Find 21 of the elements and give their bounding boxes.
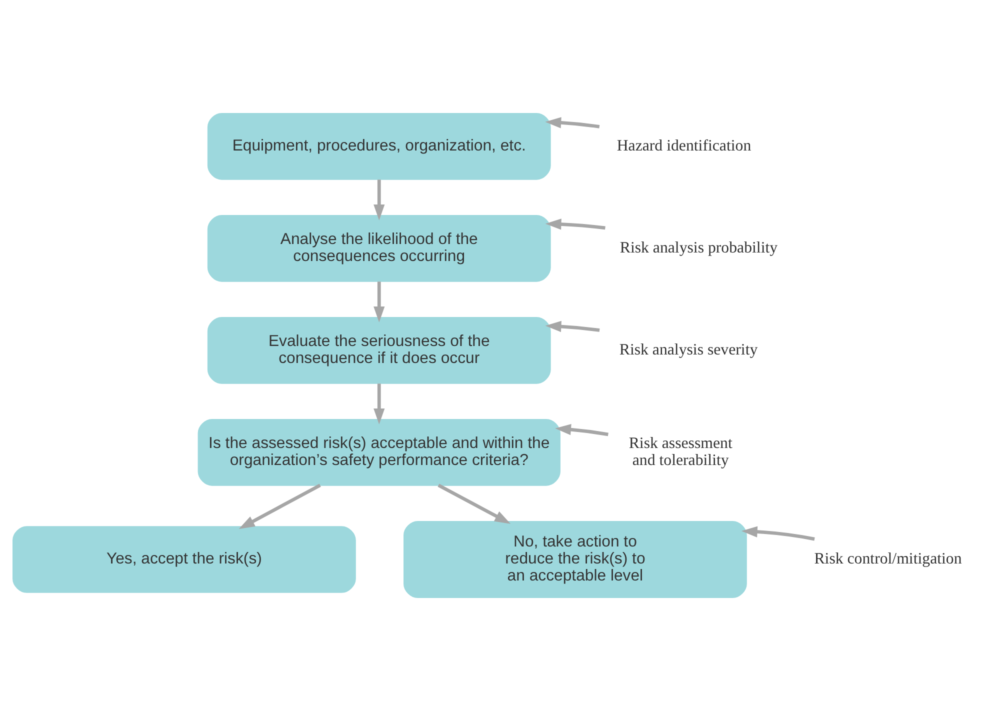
arrow <box>545 320 600 332</box>
arrow <box>374 281 385 322</box>
node-text: Risk assessment and tolerability <box>628 434 732 469</box>
node-box: Yes, accept the risk(s) <box>12 526 356 592</box>
arrow <box>374 383 385 424</box>
node-box: Analyse the likelihood of the consequences occurring <box>207 214 551 282</box>
node-box: Is the assessed risk(s) acceptable and within the organization’s safety performance criteria? <box>198 418 560 486</box>
node-text: Risk analysis severity <box>619 341 758 358</box>
arrow <box>545 116 600 128</box>
node-box: Evaluate the seriousness of the consequence if it does occur <box>207 316 551 384</box>
node-box: Equipment, procedures, organization, etc. <box>207 112 551 180</box>
arrow <box>238 483 321 528</box>
arrow <box>741 526 815 540</box>
node-text: Risk control/mitigation <box>814 550 962 568</box>
arrow <box>545 218 606 230</box>
arrow <box>374 179 385 220</box>
arrow <box>555 424 608 436</box>
arrow <box>438 483 511 524</box>
node-box: No, take action to reduce the risk(s) to an acceptable level <box>404 520 747 598</box>
node-text: Risk analysis probability <box>620 239 778 256</box>
node-text: Hazard identification <box>616 137 752 154</box>
